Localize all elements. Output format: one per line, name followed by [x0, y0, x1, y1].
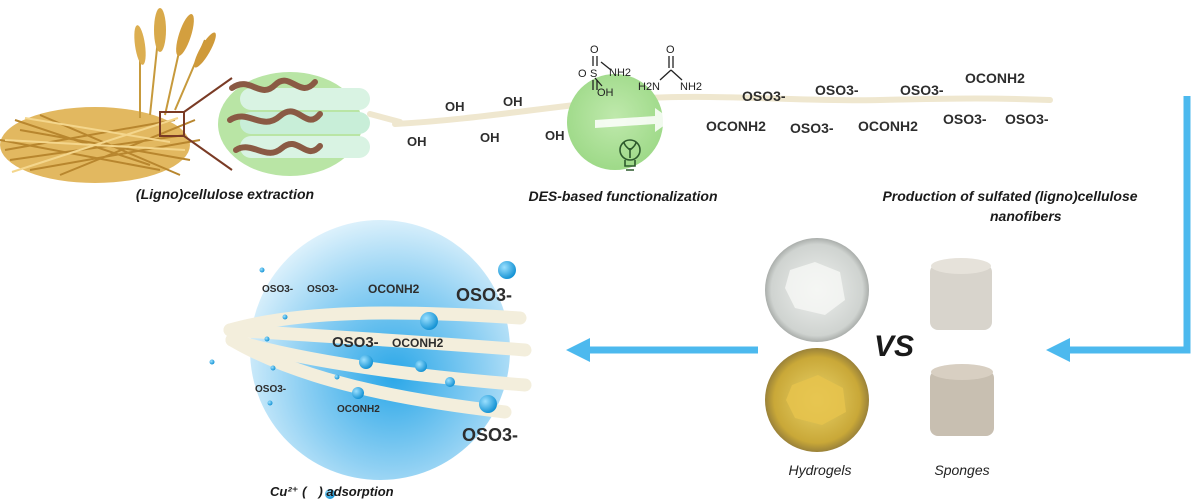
label-sponges: Sponges	[934, 462, 990, 478]
hydrogel-dish-yellow	[765, 348, 869, 452]
fiber-group-label: OSO3-	[307, 284, 338, 295]
cellulose-bundle	[218, 72, 403, 176]
sulfamic-acid-structure	[592, 56, 612, 90]
caption-functionalization: DES-based functionalization	[528, 188, 718, 204]
sulfamic-o-top: O	[590, 44, 599, 56]
vs-label: VS	[874, 330, 915, 363]
fiber-group-label: OSO3-	[462, 425, 518, 445]
hydroxyl-label: OH	[445, 99, 465, 114]
copper-ions	[209, 261, 516, 413]
group-label: OSO3-	[742, 88, 786, 104]
caption-adsorption: Cu²⁺ ( ) adsorption	[270, 484, 470, 500]
group-label: OCONH2	[965, 70, 1025, 86]
zoom-box	[159, 111, 185, 137]
sulfamic-o-left: O	[578, 68, 587, 80]
group-label: OSO3-	[943, 111, 987, 127]
lightbulb-icon	[619, 139, 641, 171]
group-label: OCONH2	[858, 118, 918, 134]
group-label: OSO3-	[815, 82, 859, 98]
adsorption-bubble	[250, 220, 510, 480]
sulfamic-nh2: NH2	[609, 67, 631, 79]
urea-structure	[659, 56, 683, 81]
hydroxyl-label: OH	[545, 128, 565, 143]
caption-production-line1: Production of sulfated (ligno)cellulose	[882, 188, 1138, 204]
hydroxyl-groups: OH OH OH OH OH OH	[407, 94, 565, 149]
fiber-group-label: OSO3-	[456, 285, 512, 305]
urea-o: O	[666, 44, 675, 56]
functional-groups: OSO3- OCONH2 OSO3- OSO3- OCONH2 OSO3- OC…	[706, 70, 1049, 136]
straw-illustration	[0, 8, 216, 183]
cellulose-chain	[392, 93, 1053, 127]
urea-nh2: NH2	[680, 81, 702, 93]
fiber-group-label: OCONH2	[392, 336, 444, 350]
fiber-groups: OSO3- OSO3- OCONH2 OSO3- OSO3- OCONH2 OS…	[255, 282, 518, 445]
label-hydrogels: Hydrogels	[788, 462, 852, 478]
caption-extraction: (Ligno)cellulose extraction	[135, 186, 315, 202]
caption-production: Production of sulfated (ligno)cellulose …	[840, 186, 1180, 226]
group-label: OCONH2	[706, 118, 766, 134]
des-arrow	[595, 108, 672, 132]
hydroxyl-label: OH	[480, 130, 500, 145]
fiber-group-label: OSO3-	[262, 284, 293, 295]
sulfamic-oh: OH	[597, 87, 614, 99]
fiber-group-label: OCONH2	[337, 404, 380, 415]
hydroxyl-label: OH	[503, 94, 523, 109]
sponge-white	[930, 258, 992, 330]
flow-arrow-down	[1068, 96, 1191, 354]
zoom-lines	[183, 77, 233, 171]
urea-h2n: H2N	[638, 81, 660, 93]
flow-arrowhead-left	[566, 338, 590, 362]
hydrogel-dish-clear	[765, 238, 869, 342]
fiber-group-label: OSO3-	[332, 334, 379, 351]
flow-arrowhead-right	[1046, 338, 1070, 362]
fiber-group-label: OSO3-	[255, 384, 286, 395]
caption-adsorption-suffix: ) adsorption	[318, 484, 394, 499]
group-label: OSO3-	[790, 120, 834, 136]
group-label: OSO3-	[1005, 111, 1049, 127]
group-label: OSO3-	[900, 82, 944, 98]
sulfamic-s: S	[590, 68, 597, 80]
copper-ion-legend-icon	[325, 489, 335, 499]
caption-production-line2: nanofibers	[990, 208, 1062, 224]
hydroxyl-label: OH	[407, 134, 427, 149]
nanofiber-bundle	[223, 306, 532, 419]
sponge-tan	[930, 364, 994, 436]
caption-adsorption-prefix: Cu²⁺ (	[270, 484, 307, 499]
fiber-group-label: OCONH2	[368, 282, 420, 296]
